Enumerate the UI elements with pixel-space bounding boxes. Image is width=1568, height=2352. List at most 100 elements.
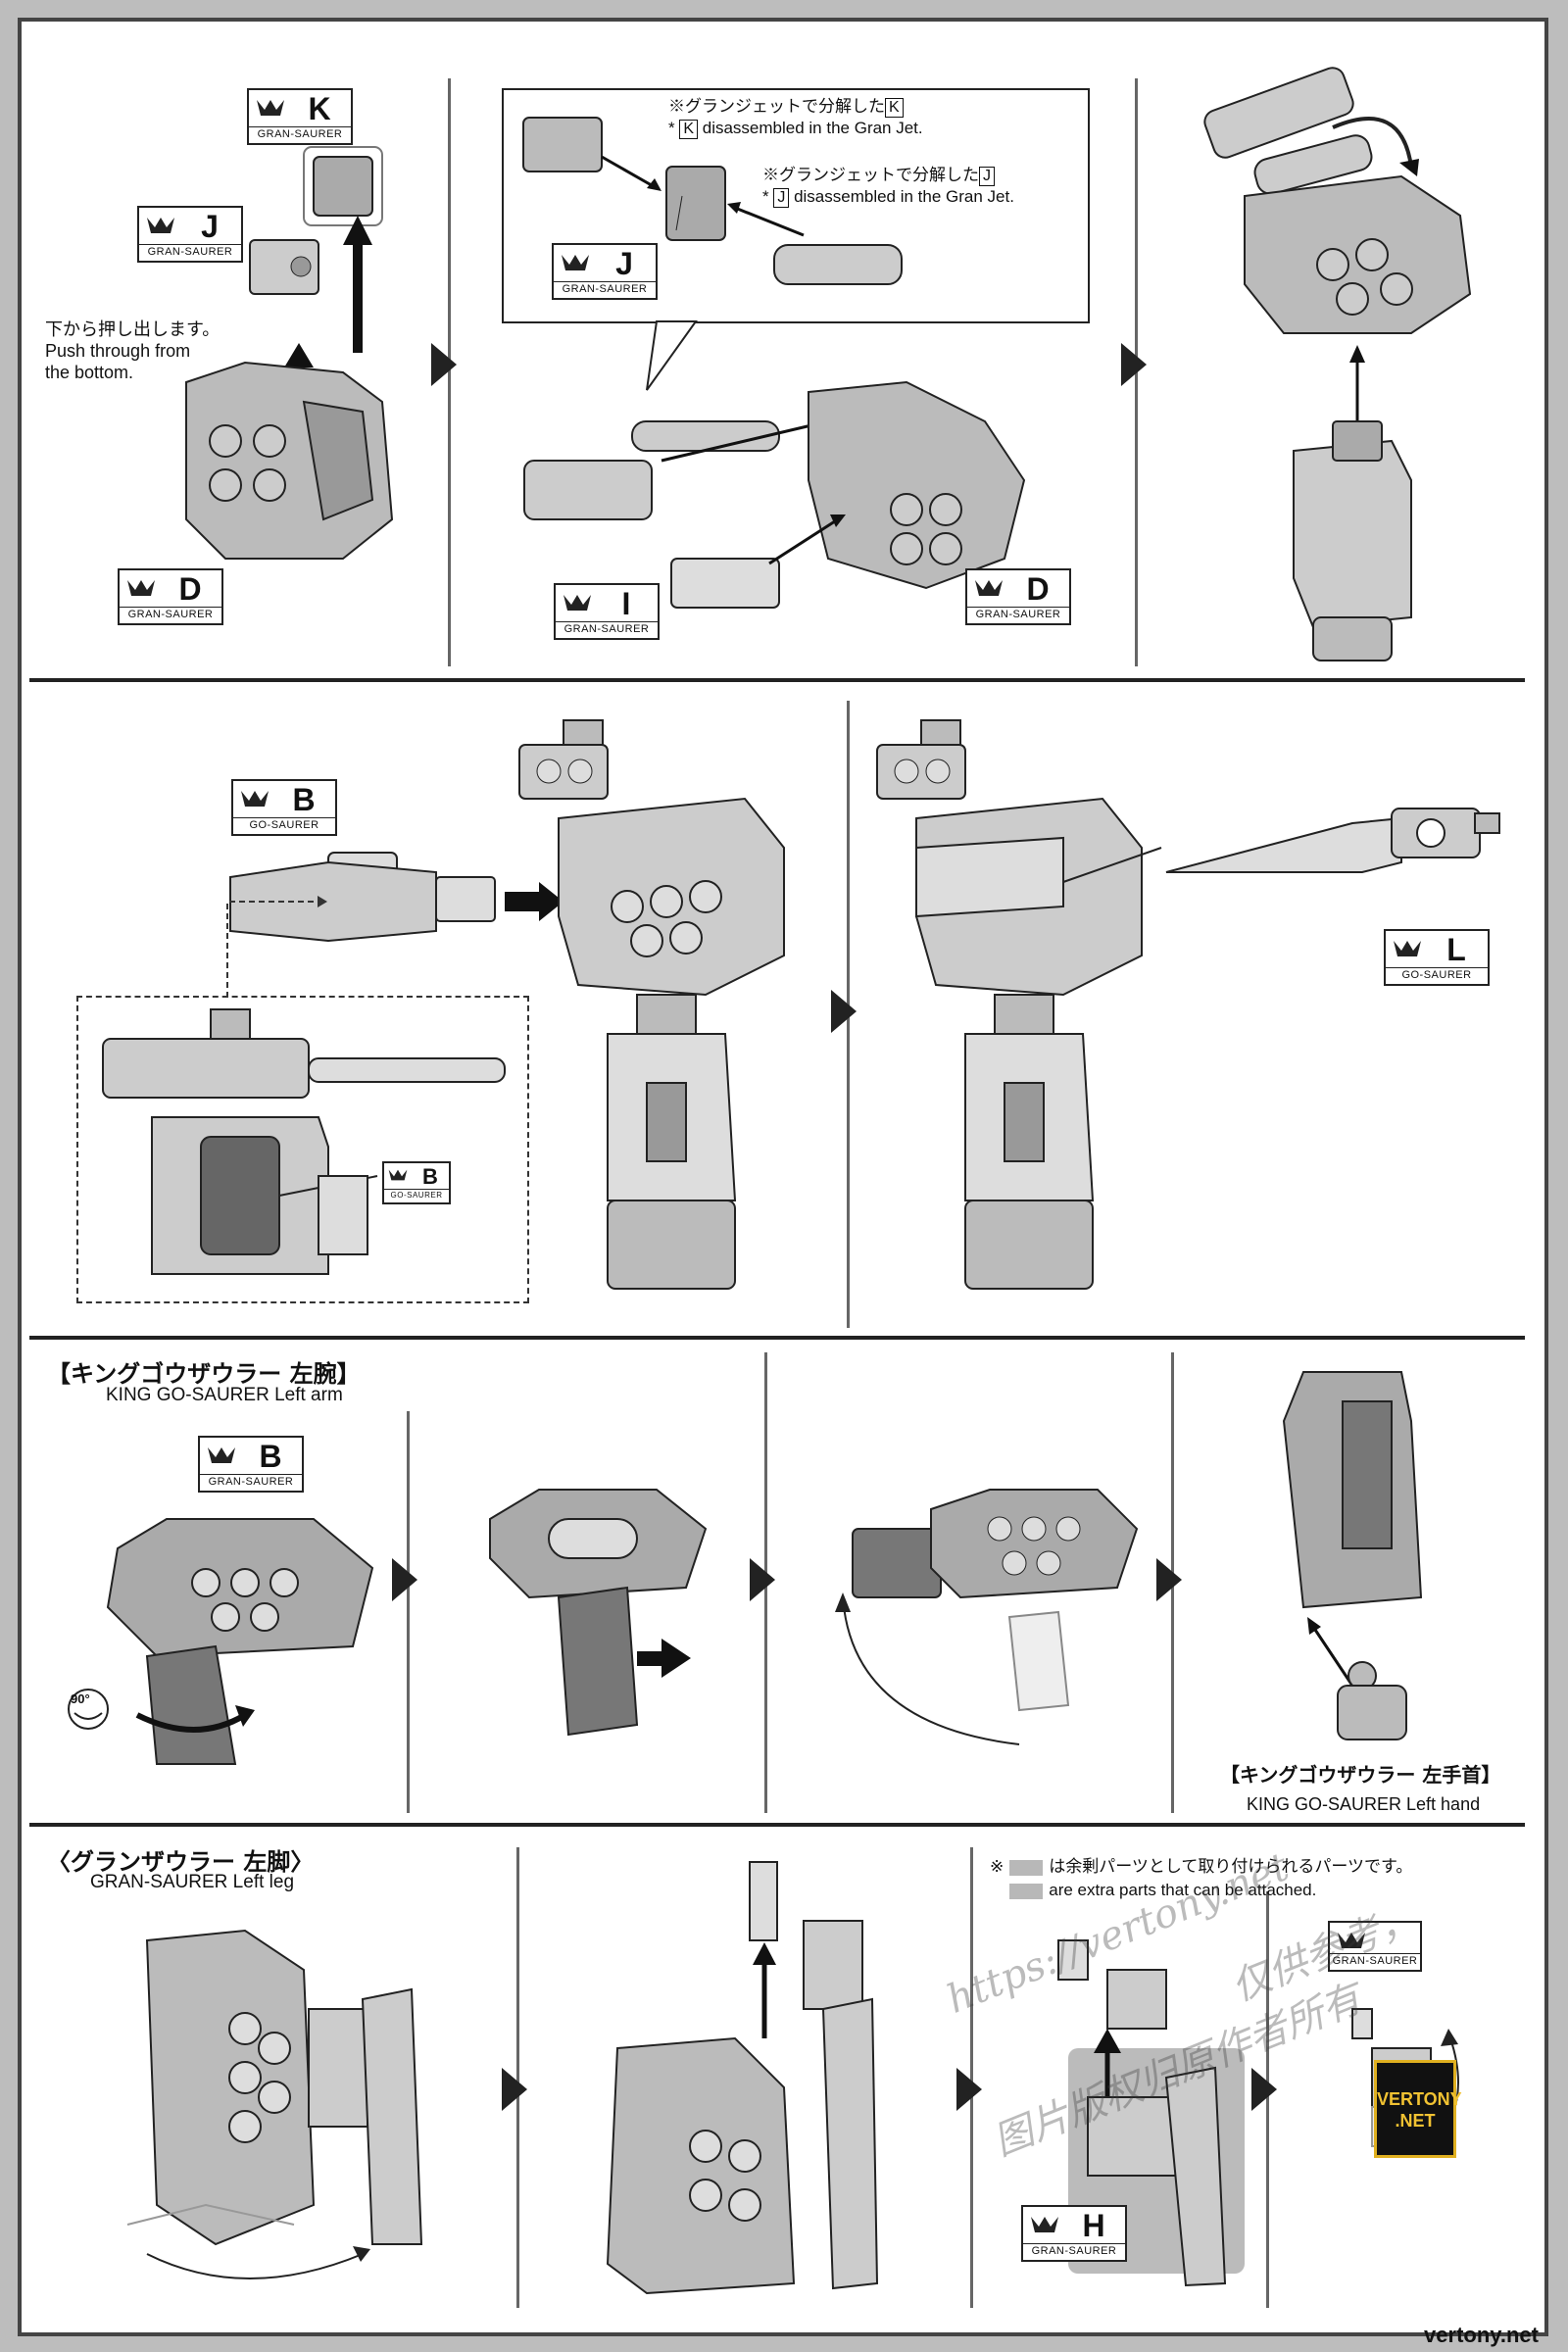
part-series: GO-SAURER bbox=[1386, 967, 1488, 983]
part-badge-b: B GO-SAURER bbox=[231, 779, 337, 836]
callout-k-jp: ※グランジェットで分解した bbox=[668, 97, 885, 116]
note-en-1: Push through from bbox=[45, 341, 191, 361]
vertony-logo-line-2: .NET bbox=[1395, 2111, 1436, 2131]
callout-j-prefix: * bbox=[762, 187, 774, 206]
step-arrow bbox=[750, 1558, 775, 1601]
part-series: GRAN-SAURER bbox=[1330, 1953, 1420, 1969]
saurer-logo-icon bbox=[208, 1447, 235, 1463]
step-arrow bbox=[392, 1558, 417, 1601]
part-badge-b-inset: B GO-SAURER bbox=[382, 1161, 451, 1204]
vertony-logo: VERTONY .NET bbox=[1374, 2060, 1462, 2158]
extra-en: are extra parts that can be attached. bbox=[1049, 1881, 1317, 1899]
note-en-2: the bottom. bbox=[45, 363, 134, 382]
section-title-en: KING GO-SAURER Left arm bbox=[106, 1385, 343, 1405]
row-divider-1 bbox=[29, 678, 1525, 682]
saurer-logo-icon bbox=[564, 595, 591, 611]
saurer-logo-icon bbox=[257, 100, 284, 116]
inset-box bbox=[76, 996, 529, 1303]
part-letter: D bbox=[1026, 571, 1050, 607]
part-letter: J bbox=[615, 246, 633, 281]
step-arrow bbox=[1156, 1558, 1182, 1601]
part-letter: L bbox=[1446, 932, 1466, 967]
part-series: GRAN-SAURER bbox=[554, 281, 656, 297]
row-divider-3 bbox=[29, 1823, 1525, 1827]
part-illustration-forearm-step1 bbox=[106, 1518, 374, 1765]
saurer-logo-icon bbox=[127, 580, 155, 596]
hand-title-jp: 【キングゴウザウラー 左手首】 bbox=[1220, 1763, 1501, 1787]
part-illustration-leg-step1 bbox=[126, 1929, 423, 2279]
callout-j-box-en: J bbox=[773, 188, 790, 208]
callout-k-box: K bbox=[885, 98, 904, 118]
part-letter: B bbox=[422, 1164, 438, 1189]
part-badge-i: I GRAN-SAURER bbox=[554, 583, 660, 640]
part-illustration-d-body bbox=[185, 146, 394, 560]
callout-j-box: J bbox=[979, 167, 995, 186]
extra-swatch bbox=[1009, 1883, 1044, 1899]
part-badge-unknown: GRAN-SAURER bbox=[1328, 1921, 1422, 1972]
step-divider bbox=[407, 1411, 410, 1813]
saurer-logo-icon bbox=[975, 580, 1003, 596]
part-letter: D bbox=[178, 571, 202, 607]
part-illustration-go-saurer-chest bbox=[102, 1008, 506, 1275]
part-series: GRAN-SAURER bbox=[120, 607, 221, 622]
part-badge-l: L GO-SAURER bbox=[1384, 929, 1490, 986]
part-illustration-arm-assembly bbox=[523, 380, 1026, 609]
part-letter: I bbox=[621, 586, 631, 621]
section-title-jp: 【キングゴウザウラー 左腕】 bbox=[47, 1360, 361, 1388]
rotate-label: 90° bbox=[71, 1691, 90, 1706]
part-badge-j: J GRAN-SAURER bbox=[552, 243, 658, 300]
part-illustration-callout-parts bbox=[522, 117, 903, 285]
callout-j-jp: ※グランジェットで分解した bbox=[762, 166, 979, 184]
part-letter: H bbox=[1082, 2208, 1105, 2243]
saurer-logo-icon bbox=[241, 791, 269, 807]
saurer-logo-icon bbox=[562, 255, 589, 270]
part-letter: K bbox=[308, 91, 331, 126]
footer-site: vertony.net bbox=[1424, 2323, 1539, 2347]
step-arrow bbox=[831, 990, 857, 1033]
step-arrow bbox=[956, 2068, 982, 2111]
vertony-logo-line-1: VERTONY bbox=[1377, 2089, 1462, 2109]
part-badge-k: K GRAN-SAURER bbox=[247, 88, 353, 145]
part-series: GRAN-SAURER bbox=[967, 607, 1069, 622]
part-series: GRAN-SAURER bbox=[1023, 2243, 1125, 2259]
saurer-logo-icon bbox=[388, 1169, 408, 1181]
part-illustration-arm-assembled-2 bbox=[876, 719, 1162, 1290]
part-series: GRAN-SAURER bbox=[200, 1474, 302, 1490]
note-jp: 下から押し出します。 bbox=[45, 319, 220, 339]
part-illustration-leg-step2 bbox=[606, 1861, 879, 2295]
section-title-jp: 〈グランザウラー 左脚〉 bbox=[47, 1848, 315, 1876]
part-series: GRAN-SAURER bbox=[249, 126, 351, 142]
callout-pointer bbox=[646, 320, 698, 391]
instruction-note: 下から押し出します。 Push through from the bottom. bbox=[45, 318, 270, 383]
rotate-icon bbox=[68, 1689, 109, 1730]
callout-k-box-en: K bbox=[679, 120, 699, 139]
callout-k-en: disassembled in the Gran Jet. bbox=[698, 119, 923, 137]
part-badge-j: J GRAN-SAURER bbox=[137, 206, 243, 263]
part-badge-d: D GRAN-SAURER bbox=[118, 568, 223, 625]
extra-jp: は余剰パーツとして取り付けられるパーツです。 bbox=[1049, 1857, 1413, 1876]
saurer-logo-icon bbox=[1031, 2217, 1058, 2232]
hand-title-en: KING GO-SAURER Left hand bbox=[1247, 1794, 1481, 1814]
step-arrow bbox=[431, 343, 457, 386]
extra-parts-note: ※は余剰パーツとして取り付けられるパーツです。 ※are extra parts… bbox=[990, 1855, 1539, 1902]
part-illustration-shoulder-assembly bbox=[1203, 67, 1472, 662]
part-illustration-arm-assembled-1 bbox=[518, 719, 785, 1290]
part-badge-b: B GRAN-SAURER bbox=[198, 1436, 304, 1493]
part-series: GO-SAURER bbox=[384, 1189, 449, 1201]
row-divider-2 bbox=[29, 1336, 1525, 1340]
dashed-guide-line bbox=[226, 896, 327, 998]
part-badge-d: D GRAN-SAURER bbox=[965, 568, 1071, 625]
part-letter: B bbox=[292, 782, 316, 817]
part-letter: B bbox=[259, 1439, 282, 1474]
part-series: GO-SAURER bbox=[233, 817, 335, 833]
callout-j-en: disassembled in the Gran Jet. bbox=[789, 187, 1014, 206]
section-title-en: GRAN-SAURER Left leg bbox=[90, 1872, 295, 1892]
callout-k-prefix: * bbox=[668, 119, 680, 137]
part-illustration-forearm-step3 bbox=[835, 1489, 1139, 1745]
part-series: GRAN-SAURER bbox=[139, 244, 241, 260]
part-illustration-hand-assembly bbox=[1282, 1371, 1423, 1740]
step-arrow bbox=[1121, 343, 1147, 386]
part-letter: J bbox=[201, 209, 219, 244]
